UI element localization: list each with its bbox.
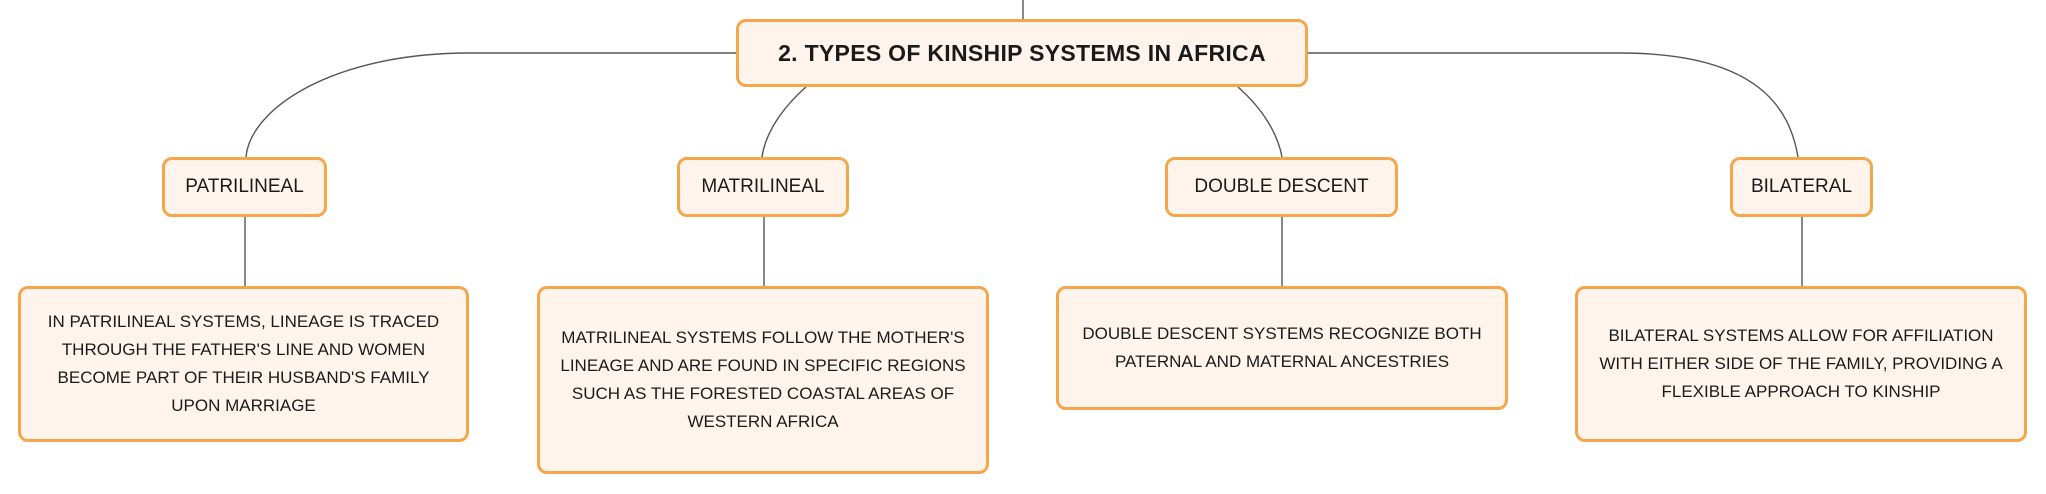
topic-label-patrilineal: PATRILINEAL [185,176,304,197]
topic-label-matrilineal: MATRILINEAL [701,176,825,197]
description-node-patrilineal[interactable]: IN PATRILINEAL SYSTEMS, LINEAGE IS TRACE… [18,286,469,442]
edge-root-bilateral [1308,52,1799,158]
description-text-matrilineal: MATRILINEAL SYSTEMS FOLLOW THE MOTHER'S … [560,328,966,431]
edge-root-matrilineal [761,86,807,158]
root-topic-node[interactable]: 2. TYPES OF KINSHIP SYSTEMS IN AFRICA [736,19,1308,87]
description-text-bilateral: BILATERAL SYSTEMS ALLOW FOR AFFILIATION … [1599,326,2003,401]
root-topic-title: 2. TYPES OF KINSHIP SYSTEMS IN AFRICA [778,39,1266,66]
description-node-bilateral[interactable]: BILATERAL SYSTEMS ALLOW FOR AFFILIATION … [1575,286,2027,442]
topic-label-double-descent: DOUBLE DESCENT [1194,176,1369,197]
topic-label-bilateral: BILATERAL [1750,176,1853,197]
topic-node-double-descent[interactable]: DOUBLE DESCENT [1165,157,1398,217]
topic-node-patrilineal[interactable]: PATRILINEAL [162,157,327,217]
topic-node-matrilineal[interactable]: MATRILINEAL [677,157,849,217]
topic-node-bilateral[interactable]: BILATERAL [1730,157,1873,217]
edge-root-double-descent [1237,86,1283,158]
description-node-matrilineal[interactable]: MATRILINEAL SYSTEMS FOLLOW THE MOTHER'S … [537,286,989,474]
description-text-patrilineal: IN PATRILINEAL SYSTEMS, LINEAGE IS TRACE… [47,312,440,415]
description-text-double-descent: DOUBLE DESCENT SYSTEMS RECOGNIZE BOTH PA… [1082,324,1482,371]
description-node-double-descent[interactable]: DOUBLE DESCENT SYSTEMS RECOGNIZE BOTH PA… [1056,286,1508,410]
edge-root-patrilineal [245,52,736,158]
